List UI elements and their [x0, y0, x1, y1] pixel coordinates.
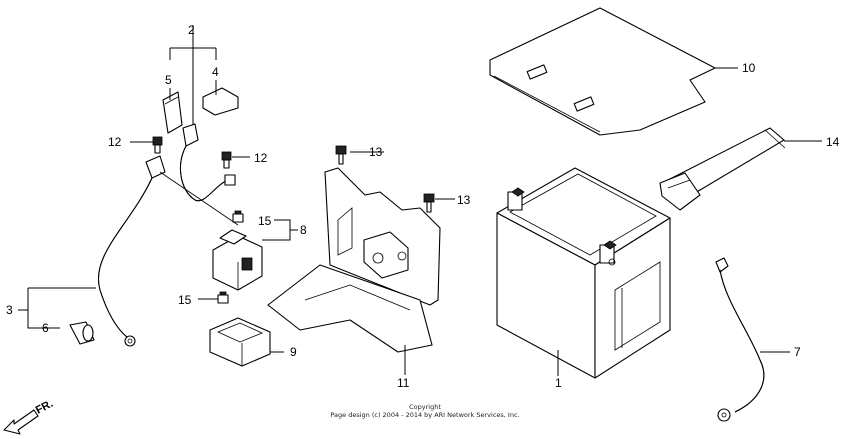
callout-2: 2 [188, 23, 195, 37]
bolt-13-lower [423, 193, 435, 213]
terminal-cap-5 [162, 91, 183, 134]
bolt-13-upper [335, 145, 347, 165]
fuse-15-lower [217, 291, 229, 304]
callout-15-upper: 15 [258, 214, 272, 228]
callout-5: 5 [165, 73, 172, 87]
callout-3: 3 [6, 303, 13, 317]
callout-13-lower: 13 [457, 193, 471, 207]
callout-12-left: 12 [108, 135, 122, 149]
front-direction-arrow: FR. [3, 398, 55, 435]
copyright-line-2: Page design (c) 2004 - 2014 by ARI Netwo… [330, 411, 519, 419]
callout-13-upper: 13 [369, 145, 383, 159]
starter-relay-8 [212, 229, 263, 291]
starter-cable-3 [98, 155, 239, 347]
negative-battery-cable [715, 257, 765, 422]
bolt-12-left [152, 136, 163, 154]
callout-9: 9 [290, 345, 297, 359]
battery-strap [659, 127, 786, 211]
positive-cable-2 [180, 123, 236, 202]
battery [496, 167, 671, 379]
callout-1: 1 [555, 376, 562, 390]
fuse-15-upper [232, 210, 244, 223]
callout-10: 10 [742, 61, 756, 75]
callout-11: 11 [397, 376, 410, 390]
callout-12-right: 12 [254, 151, 268, 165]
battery-box-bracket [267, 167, 441, 353]
callout-4: 4 [212, 65, 219, 79]
cable-boot-6 [69, 321, 95, 345]
callout-6: 6 [42, 321, 49, 335]
callout-7: 7 [794, 345, 801, 359]
battery-cover-pad [489, 7, 716, 136]
direction-label: FR. [34, 398, 55, 417]
callout-14: 14 [826, 135, 840, 149]
callout-8: 8 [300, 223, 307, 237]
callout-15-lower: 15 [178, 293, 192, 307]
relay-cover-9 [209, 317, 271, 367]
terminal-cap-4 [202, 87, 239, 116]
leader-lines [18, 25, 822, 376]
copyright-line-1: Copyright [409, 403, 441, 411]
bolt-12-right [221, 151, 232, 169]
